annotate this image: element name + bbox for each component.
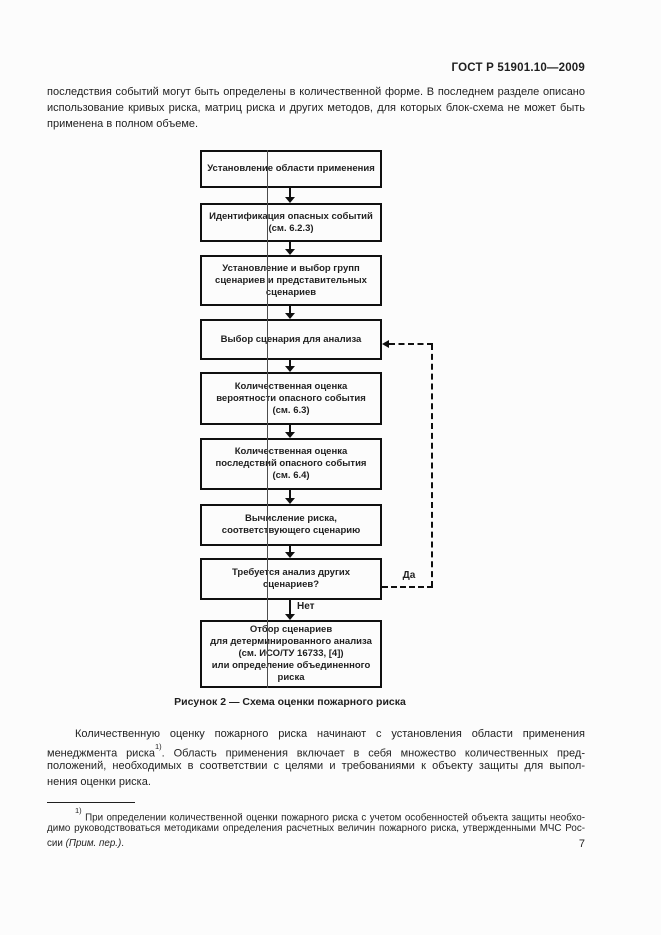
flowchart-box-text: Установление области применения	[207, 163, 375, 174]
flowchart-box-text: сценариев и представительных	[215, 274, 367, 286]
paragraph-line: применена в полном объеме.	[47, 118, 199, 130]
arrow-left-icon	[382, 340, 389, 348]
flow-connector-line	[289, 490, 291, 498]
flowchart-box-text: Отбор сценариев	[249, 624, 333, 635]
flowchart-box-text: Установление и выбор групп	[222, 262, 360, 274]
flowchart-box-text: или определение объединенного	[211, 660, 371, 671]
flowchart-box-text: Количественная оценка	[234, 446, 348, 457]
label-no: Нет	[297, 601, 315, 612]
flow-connector-line	[289, 306, 291, 313]
flowchart-box-text: сценариев	[265, 286, 317, 298]
flowchart-box-consequence-estimation: Количественная оценка последствий опасно…	[200, 438, 382, 490]
flowchart-box-more-scenarios-decision: Требуется анализ других сценариев?	[200, 558, 382, 600]
flowchart-box-text: Вычисление риска,	[245, 513, 337, 524]
flowchart-box-text: для детерминированного анализа	[210, 636, 372, 647]
flowchart-box-text: (см. ИСО/ТУ 16733, [4])	[238, 648, 344, 659]
footnote-line: димо руководствоваться методиками опреде…	[47, 823, 585, 834]
flowchart-box-hazard-identification: Идентификация опасных событий (см. 6.2.3…	[200, 203, 382, 242]
footnote-text: сии	[47, 838, 66, 849]
paragraph-line: нения оценки риска.	[47, 776, 151, 788]
flowchart-box-text: Количественная оценка	[234, 380, 348, 392]
footnote: 1) При определении количественной оценки…	[47, 806, 585, 851]
footnote-text: .	[121, 838, 125, 849]
arrow-down-icon	[285, 498, 295, 504]
flowchart-box-probability-estimation: Количественная оценка вероятности опасно…	[200, 372, 382, 425]
flow-connector-line	[289, 546, 291, 552]
paragraph-bottom: Количественную оценку пожарного риска на…	[47, 726, 585, 790]
flowchart-box-scenario-selection: Выбор сценария для анализа	[200, 319, 382, 360]
flowchart-box-text: (см. 6.4)	[272, 470, 310, 481]
flowchart-box-text: Идентификация опасных событий	[209, 210, 373, 222]
flowchart-box-text: последствий опасного события	[215, 458, 367, 469]
flowchart-box-text: риска	[277, 672, 305, 683]
arrow-down-icon	[285, 313, 295, 319]
flowchart-box-scope: Установление области применения	[200, 150, 382, 188]
paragraph-top: последствия событий могут быть определен…	[47, 84, 585, 132]
arrow-down-icon	[285, 249, 295, 255]
footnote-separator	[47, 802, 135, 803]
flowchart-box-text: (см. 6.2.3)	[268, 222, 314, 234]
flowchart: Установление области применения Идентифи…	[200, 150, 433, 688]
feedback-dashed-line	[382, 586, 433, 588]
flowchart-box-text: сценариев?	[263, 579, 319, 590]
arrow-down-icon	[285, 552, 295, 558]
footnote-line: 1) При определении количественной оценки…	[47, 805, 585, 824]
flow-connector-line	[289, 425, 291, 432]
flow-connector-line	[289, 188, 291, 197]
paragraph-line: Количественную оценку пожарного риска на…	[75, 728, 585, 740]
footnote-text: При определении количественной оценки по…	[85, 812, 585, 824]
paragraph-text: . Область применения включает в себя мно…	[161, 747, 585, 760]
flowchart-box-text: (см. 6.3)	[272, 404, 310, 416]
flow-connector-line	[289, 242, 291, 249]
feedback-dashed-line	[389, 343, 433, 345]
footnote-reference: 1)	[155, 741, 162, 751]
flowchart-box-text: Требуется анализ других	[231, 567, 351, 578]
flow-connector-line	[289, 600, 291, 614]
paragraph-line: положений, необходимых в соответствии с …	[47, 760, 585, 772]
flowchart-box-scenario-groups: Установление и выбор групп сценариев и п…	[200, 255, 382, 306]
flowchart-box-text: вероятности опасного события	[216, 392, 366, 404]
flowchart-box-text: соответствующего сценарию	[221, 525, 361, 536]
paragraph-line: менеджмента риска1). Область применения …	[47, 741, 585, 760]
page-number: 7	[578, 838, 585, 850]
footnote-line: сии (Прим. пер.).	[47, 836, 585, 851]
flowchart-box-risk-calculation: Вычисление риска, соответствующего сцена…	[200, 504, 382, 546]
arrow-down-icon	[285, 197, 295, 203]
flow-connector-line	[289, 360, 291, 366]
standard-number-header: ГОСТ Р 51901.10—2009	[451, 62, 585, 74]
footnote-marker: 1)	[75, 805, 82, 815]
paragraph-line: использование кривых риска, матриц риска…	[47, 102, 585, 114]
label-yes: Да	[402, 570, 416, 581]
flowchart-box-deterministic-selection: Отбор сценариев для детерминированного а…	[200, 620, 382, 688]
feedback-dashed-line	[431, 344, 433, 587]
arrow-down-icon	[285, 432, 295, 438]
flowchart-box-text: Выбор сценария для анализа	[220, 333, 362, 345]
paragraph-text: менеджмента риска	[47, 747, 155, 760]
arrow-down-icon	[285, 366, 295, 372]
footnote-italic-text: (Прим. пер.)	[65, 838, 122, 849]
paragraph-line: последствия событий могут быть определен…	[47, 86, 585, 98]
arrow-down-icon	[285, 614, 295, 620]
scan-fold-line	[267, 150, 268, 688]
figure-caption: Рисунок 2 — Схема оценки пожарного риска	[174, 696, 406, 708]
